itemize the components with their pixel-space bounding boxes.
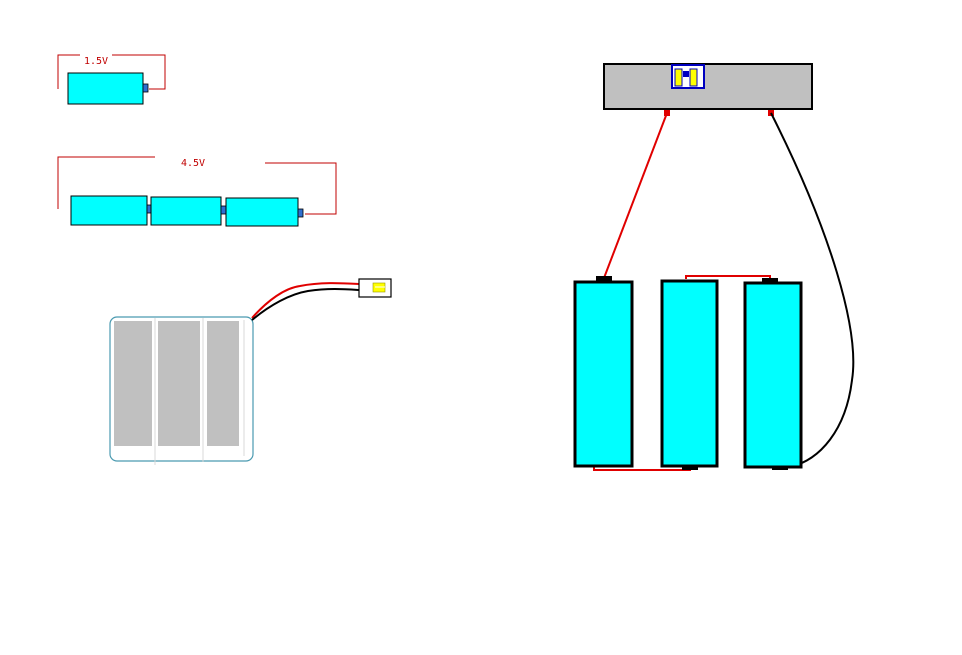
cell-terminal <box>220 205 227 215</box>
negative-wire <box>770 112 855 468</box>
series-voltage-label: 4.5V <box>181 158 205 169</box>
single-cell-voltage-label: 1.5V <box>84 56 108 67</box>
series-voltage-wire-right <box>265 162 337 215</box>
device-connector-pin <box>674 68 683 87</box>
battery-cell-icon <box>67 72 144 105</box>
battery-cell-icon <box>225 197 299 227</box>
single-cell-voltage-wire-right <box>112 54 166 90</box>
device-circuit-group <box>573 63 855 471</box>
battery-cell-icon <box>743 281 803 469</box>
battery-terminal <box>682 466 698 470</box>
battery-pack-group <box>109 278 392 465</box>
positive-terminal <box>142 83 149 93</box>
single-cell-voltage-wire <box>57 54 80 89</box>
battery-cell-icon <box>573 280 634 468</box>
battery-cell-icon <box>150 196 222 226</box>
battery-terminal <box>596 276 612 281</box>
series-cells-group: 4.5V <box>57 156 337 227</box>
battery-cell-icon <box>70 195 148 226</box>
device-body-icon <box>603 63 813 110</box>
device-connector-pin <box>689 68 698 87</box>
single-cell-group: 1.5V <box>57 54 166 105</box>
battery-cell-icon <box>660 279 719 468</box>
pack-negative-wire <box>251 288 360 321</box>
battery-terminal <box>762 278 778 283</box>
cell-terminal <box>146 204 152 214</box>
battery-terminal <box>772 466 788 470</box>
device-connector-center <box>683 71 689 77</box>
pack-cell <box>207 321 239 446</box>
series-voltage-wire-left <box>57 156 155 209</box>
pack-positive-wire <box>251 282 360 319</box>
positive-wire <box>603 112 668 279</box>
pack-cell <box>158 321 200 446</box>
pack-cell <box>114 321 152 446</box>
positive-terminal <box>297 208 304 218</box>
